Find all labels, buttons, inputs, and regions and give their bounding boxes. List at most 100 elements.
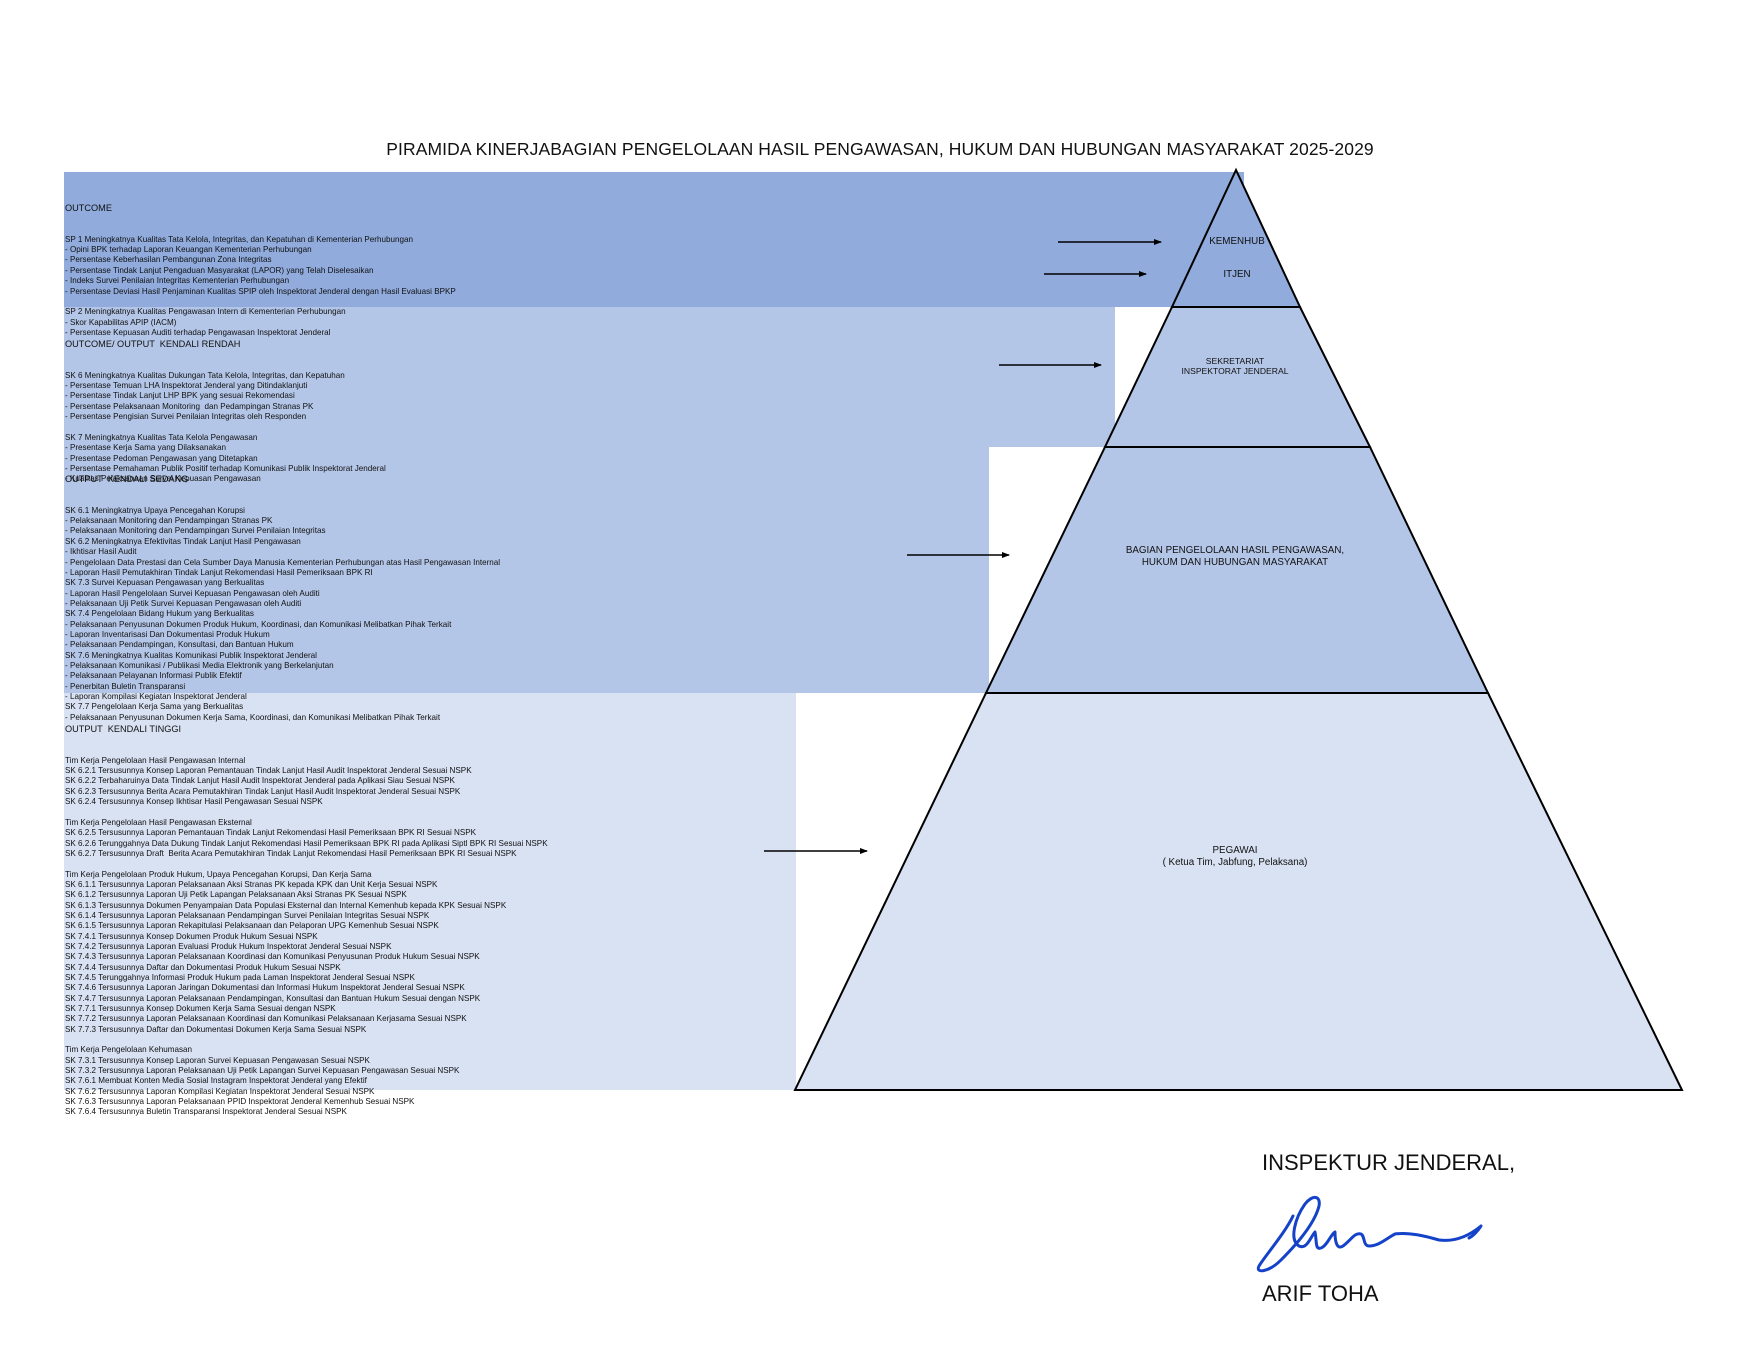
text-line: SK 7.3.1 Tersusunnya Konsep Laporan Surv… [65, 1055, 370, 1065]
text-line: SK 7.7 Pengelolaan Kerja Sama yang Berku… [65, 702, 244, 712]
text-line: SK 6 Meningkatnya Kualitas Dukungan Tata… [65, 370, 345, 380]
text-line: SK 6.2 Meningkatnya Efektivitas Tindak L… [65, 536, 301, 546]
text-line: SK 7.7.2 Tersusunnya Laporan Pelaksanaan… [65, 1014, 467, 1024]
text-line: SP 2 Meningkatnya Kualitas Pengawasan In… [65, 307, 346, 317]
text-line: - Persentase Keberhasilan Pembangunan Zo… [65, 255, 272, 265]
text-line: SK 6.1.5 Tersusunnya Laporan Rekapitulas… [65, 921, 439, 931]
text-line: - Persentase Tindak Lanjut LHP BPK yang … [65, 391, 295, 401]
kendali-sedang-heading: OUTPUT KENDALI SEDANG [65, 473, 189, 484]
text-line: SK 7.4.7 Tersusunnya Laporan Pelaksanaan… [65, 993, 481, 1003]
text-line: SK 7.4.1 Tersusunnya Konsep Dokumen Prod… [65, 931, 318, 941]
text-line: - Presentase Kerja Sama yang Dilaksanaka… [65, 443, 227, 453]
pyramid-label-sekretariat: SEKRETARIAT INSPEKTORAT JENDERAL [1181, 356, 1289, 376]
text-line: SK 7.4.5 Terunggahnya Informasi Produk H… [65, 973, 415, 982]
text-line: SK 6.2.4 Tersusunnya Konsep Ikhtisar Has… [65, 797, 323, 807]
outcome-text-block: OUTCOME SP 1 Meningkatnya Kualitas Tata … [65, 182, 456, 349]
text-line: - Pelaksanaan Uji Petik Survei Kepuasan … [65, 598, 302, 608]
text-line: SK 6.1 Meningkatnya Upaya Pencegahan Kor… [65, 505, 245, 515]
text-line: - Pelaksanaan Pelayanan Informasi Publik… [65, 671, 242, 681]
signatory-name: ARIF TOHA [1262, 1281, 1379, 1306]
kendali-rendah-heading: OUTCOME/ OUTPUT KENDALI RENDAH [65, 338, 241, 349]
text-line [65, 808, 548, 818]
output-kendali-tinggi-band [64, 693, 796, 1090]
text-line [65, 423, 386, 433]
text-line: SK 7.4.4 Tersusunnya Daftar dan Dokument… [65, 962, 341, 972]
text-line: - Pelaksanaan Monitoring dan Pendampinga… [65, 516, 273, 526]
text-line: SK 6.2.1 Tersusunnya Konsep Laporan Pema… [65, 766, 472, 776]
kendali-tinggi-text-block: OUTPUT KENDALI TINGGI Tim Kerja Pengelol… [65, 703, 548, 1128]
text-line: SK 7.4.3 Tersusunnya Laporan Pelaksanaan… [65, 952, 480, 962]
text-line: Tim Kerja Pengelolaan Produk Hukum, Upay… [65, 869, 372, 879]
outcome-band [64, 172, 1244, 307]
kendali-rendah-text-block: OUTCOME/ OUTPUT KENDALI RENDAH SK 6 Meni… [65, 318, 386, 495]
outcome-heading: OUTCOME [65, 202, 112, 213]
output-kendali-rendah-band [64, 307, 1115, 447]
text-line: SK 7.4.6 Tersusunnya Laporan Jaringan Do… [65, 983, 465, 993]
text-line: SK 6.2.5 Tersusunnya Laporan Pemantauan … [65, 828, 477, 838]
text-line: - Pelaksanaan Pendampingan, Konsultasi, … [65, 640, 294, 650]
text-line: SP 1 Meningkatnya Kualitas Tata Kelola, … [65, 234, 413, 244]
text-line: - Pengelolaan Data Prestasi dan Cela Sum… [65, 557, 501, 567]
text-line: SK 6.2.6 Terunggahnya Data Dukung Tindak… [65, 838, 548, 848]
text-line: - Presentase Pedoman Pengawasan yang Dit… [65, 453, 258, 463]
pyramid-label-itjen: ITJEN [1223, 269, 1251, 280]
text-line: - Persentase Tindak Lanjut Pengaduan Mas… [65, 265, 374, 275]
text-line: Tim Kerja Pengelolaan Kehumasan [65, 1045, 193, 1055]
text-line: - Persentase Pelaksanaan Monitoring dan … [65, 401, 314, 411]
text-line: SK 7.4.2 Tersusunnya Laporan Evaluasi Pr… [65, 941, 392, 951]
text-line: SK 7.3.2 Tersusunnya Laporan Pelaksanaan… [65, 1066, 460, 1076]
signatory-title: INSPEKTUR JENDERAL, [1262, 1150, 1516, 1175]
text-line: - Laporan Hasil Pemutakhiran Tindak Lanj… [65, 567, 373, 577]
text-line: - Laporan Inventarisasi Dan Dokumentasi … [65, 629, 270, 639]
text-line: SK 7.6.4 Tersusunnya Buletin Transparans… [65, 1107, 347, 1117]
text-line: - Pelaksanaan Penyusunan Dokumen Produk … [65, 619, 452, 629]
text-line: - Laporan Hasil Pengelolaan Survei Kepua… [65, 588, 320, 598]
text-line: - Pelaksanaan Monitoring dan Pendampinga… [65, 526, 326, 536]
text-line: SK 6.1.1 Tersusunnya Laporan Pelaksanaan… [65, 879, 438, 889]
pyramid-label-pegawai: PEGAWAI ( Ketua Tim, Jabfung, Pelaksana) [1162, 845, 1308, 868]
text-line: Tim Kerja Pengelolaan Hasil Pengawasan E… [65, 817, 252, 827]
text-line: - Penerbitan Buletin Transparansi [65, 681, 186, 691]
text-line: SK 7.6.3 Tersusunnya Laporan Pelaksanaan… [65, 1097, 415, 1107]
text-line: - Skor Kapabilitas APIP (IACM) [65, 317, 177, 327]
text-line: - Pelaksanaan Penyusunan Dokumen Kerja S… [65, 712, 441, 722]
text-line: SK 6.1.3 Tersusunnya Dokumen Penyampaian… [65, 900, 507, 910]
text-line [65, 1035, 548, 1045]
kendali-sedang-lines: SK 6.1 Meningkatnya Upaya Pencegahan Kor… [65, 506, 500, 723]
pyramid-label-kemenhub: KEMENHUB [1209, 236, 1265, 247]
handwritten-signature [1256, 1196, 1483, 1273]
kendali-rendah-lines: SK 6 Meningkatnya Kualitas Dukungan Tata… [65, 371, 386, 485]
text-line: SK 6.2.2 Terbaharuinya Data Tindak Lanju… [65, 776, 455, 786]
pyramid-tier-bagian [984, 446, 1490, 694]
text-line: SK 7.3 Survei Kepuasan Pengawasan yang B… [65, 578, 265, 588]
text-line: - Ikhtisar Hasil Audit [65, 547, 137, 557]
text-line: - Pelaksanaan Komunikasi / Publikasi Med… [65, 660, 334, 670]
text-line: SK 7.6.2 Tersusunnya Laporan Kompilasi K… [65, 1086, 375, 1096]
text-line: SK 7.4 Pengelolaan Bidang Hukum yang Ber… [65, 609, 254, 619]
kendali-tinggi-heading: OUTPUT KENDALI TINGGI [65, 723, 182, 734]
text-line: SK 6.2.7 Tersusunnya Draft Berita Acara … [65, 848, 517, 858]
kendali-sedang-text-block: OUTPUT KENDALI SEDANG SK 6.1 Meningkatny… [65, 453, 500, 733]
text-line: Tim Kerja Pengelolaan Hasil Pengawasan I… [65, 755, 246, 765]
text-line [65, 297, 456, 307]
text-line: SK 6.1.2 Tersusunnya Laporan Uji Petik L… [65, 890, 407, 900]
kendali-tinggi-lines: Tim Kerja Pengelolaan Hasil Pengawasan I… [65, 756, 548, 1118]
text-line: - Persentase Pengisian Survei Penilaian … [65, 412, 307, 422]
outcome-lines: SP 1 Meningkatnya Kualitas Tata Kelola, … [65, 235, 456, 338]
pyramid-tier-pegawai [793, 692, 1684, 1091]
text-line [65, 859, 548, 869]
text-line: - Persentase Deviasi Hasil Penjaminan Ku… [65, 286, 456, 296]
text-line: - Persentase Pemahaman Publik Positif te… [65, 463, 386, 473]
text-line: - Opini BPK terhadap Laporan Keuangan Ke… [65, 245, 312, 255]
text-line: SK 7.7.3 Tersusunnya Daftar dan Dokument… [65, 1024, 367, 1034]
text-line: - Kualitas Pelaksanaan Survei Kepuasan P… [65, 474, 261, 484]
text-line: SK 6.1.4 Tersusunnya Laporan Pelaksanaan… [65, 910, 430, 920]
pyramid-tier-sekretariat [1103, 306, 1372, 448]
text-line: SK 7.6.1 Membuat Konten Media Sosial Ins… [65, 1076, 367, 1086]
text-line: - Laporan Kompilasi Kegiatan Inspektorat… [65, 691, 247, 701]
text-line: SK 7 Meningkatnya Kualitas Tata Kelola P… [65, 432, 258, 442]
pyramid-label-bagian: BAGIAN PENGELOLAAN HASIL PENGAWASAN, HUK… [1125, 545, 1345, 568]
text-line: SK 7.6 Meningkatnya Kualitas Komunikasi … [65, 650, 317, 660]
text-line: SK 7.7.1 Tersusunnya Konsep Dokumen Kerj… [65, 1004, 336, 1014]
